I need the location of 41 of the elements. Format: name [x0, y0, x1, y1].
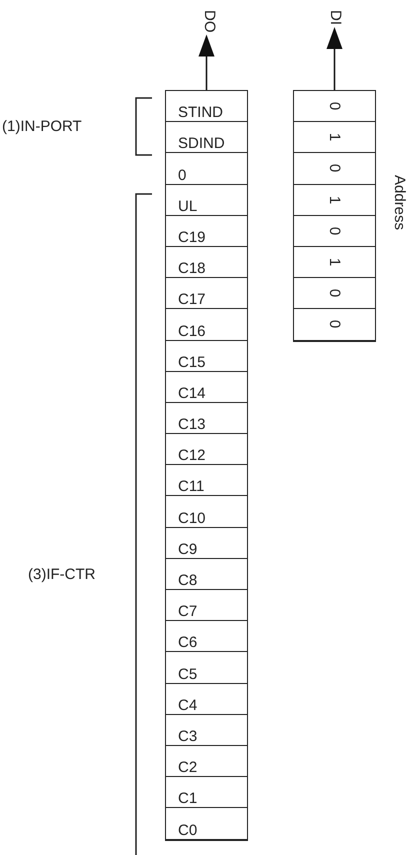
group-label: (1)IN-PORT	[2, 118, 82, 135]
field-name: UL	[178, 198, 198, 215]
bit-value: 1	[327, 258, 342, 266]
field-name: C1	[178, 790, 198, 808]
field-name: C12	[178, 447, 206, 464]
register-column	[293, 90, 376, 342]
field-name: C6	[178, 634, 198, 652]
bit-value: 0	[327, 289, 342, 298]
field-name: C17	[178, 291, 206, 308]
field-name: C10	[178, 510, 206, 527]
field-name: C16	[178, 322, 206, 340]
field-name: C9	[178, 540, 198, 558]
field-name: C11	[178, 478, 204, 496]
field-name: C14	[178, 384, 206, 402]
bit-value: 0	[327, 226, 342, 236]
bit-value: 0	[327, 320, 342, 329]
field-name: C19	[178, 228, 206, 246]
field-name: C2	[178, 759, 198, 776]
group-label: (3)IF-CTR	[28, 566, 96, 583]
field-name: C0	[178, 822, 198, 838]
field-name: 0	[178, 166, 186, 184]
field-name: C3	[178, 728, 198, 745]
arrow	[198, 34, 214, 90]
field-name: C15	[178, 354, 206, 371]
bit-value: 1	[327, 195, 342, 204]
bit-value: 0	[327, 102, 342, 110]
signal-label: DO	[201, 10, 217, 32]
arrow	[326, 27, 342, 90]
signal-label: DI	[327, 10, 343, 25]
axis-label: Address	[391, 175, 407, 230]
bit-value: 0	[327, 164, 342, 173]
field-name: C13	[178, 416, 206, 434]
register-column	[165, 90, 248, 841]
field-name: STIND	[178, 104, 223, 122]
field-name: C8	[178, 572, 198, 589]
field-name: C7	[178, 603, 198, 620]
field-name: C5	[178, 666, 198, 683]
field-name: C18	[178, 260, 206, 278]
field-name: C4	[178, 696, 198, 714]
bit-value: 1	[327, 133, 342, 142]
field-name: SDIND	[178, 135, 225, 152]
